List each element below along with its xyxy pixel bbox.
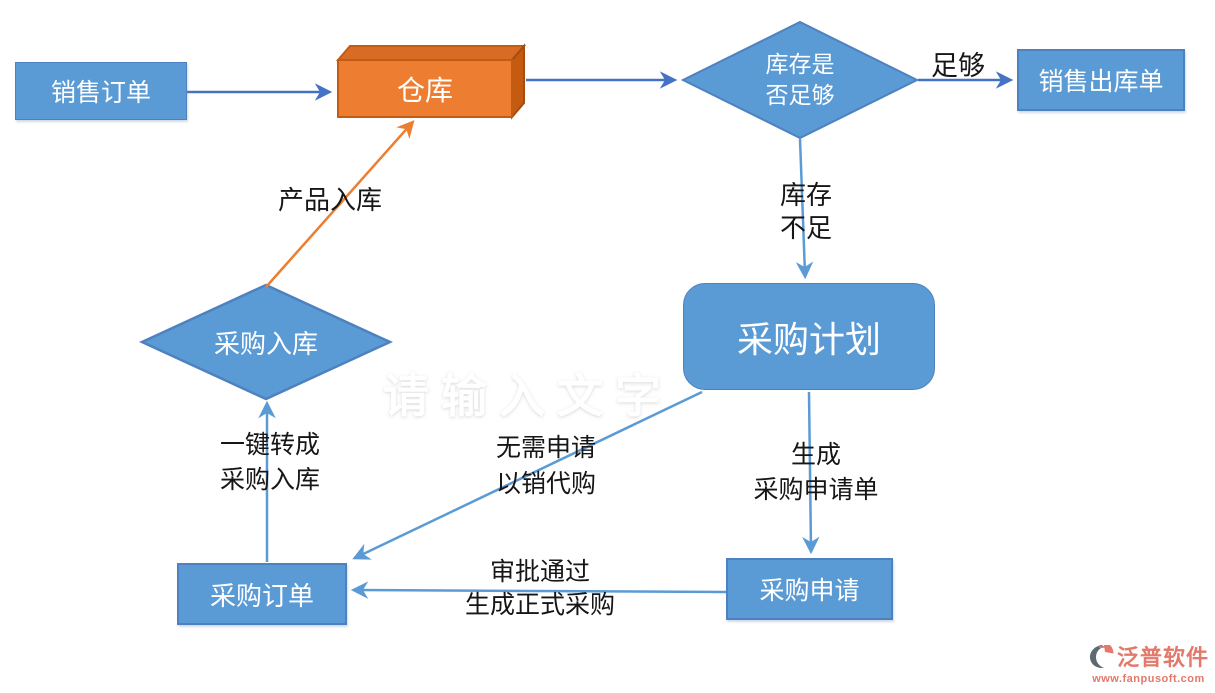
edge-label-insufficient-line1: 库存: [779, 180, 832, 210]
node-purchase-request-label: 采购申请: [759, 577, 860, 605]
edge-label-approval-pass: 审批通过 生成正式采购: [420, 556, 660, 622]
edge-label-generate-request: 生成 采购申请单: [716, 438, 916, 508]
node-purchase-order: 采购订单: [177, 563, 347, 625]
node-warehouse-label: 仓库: [396, 74, 453, 106]
edge-purchase-plan-to-purchase-request: [802, 391, 820, 555]
edge-label-one-click-line1: 一键转成: [219, 431, 320, 459]
edge-label-no-request-needed: 无需申请 以销代购: [466, 430, 626, 502]
node-sales-outbound-label: 销售出库单: [1038, 68, 1164, 96]
purchase-inbound-diamond: [139, 283, 393, 401]
stock-decision-line1: 库存是: [765, 51, 835, 77]
edge-label-generate-line2: 采购申请单: [753, 476, 879, 504]
warehouse-front-face: [337, 59, 513, 118]
node-purchase-request: 采购申请: [726, 558, 893, 620]
edge-label-insufficient: 库存 不足: [746, 179, 866, 245]
node-purchase-plan: 采购计划: [683, 283, 935, 390]
warehouse-3d-box: [335, 43, 527, 120]
fanpu-logo-icon: [1089, 644, 1114, 668]
warehouse-side-face: [511, 43, 525, 120]
node-sales-order: 销售订单: [15, 62, 187, 120]
edge-purchase-plan-to-purchase-order: [352, 390, 703, 560]
edge-purchase-request-to-purchase-order: [350, 581, 727, 599]
edge-stock-decision-to-purchase-plan: [795, 138, 814, 280]
node-sales-outbound: 销售出库单: [1017, 49, 1185, 111]
node-purchase-inbound-label: 采购入库: [213, 328, 318, 359]
node-purchase-order-label: 采购订单: [209, 580, 314, 611]
edge-label-approval-line1: 审批通过: [489, 558, 590, 586]
edge-purchase-inbound-to-warehouse: [265, 120, 415, 288]
fanpu-logo-brand: 泛普软件: [1116, 645, 1209, 670]
edge-label-no-request-line1: 无需申请: [495, 434, 596, 462]
edge-label-approval-line2: 生成正式采购: [464, 591, 615, 619]
node-sales-order-label: 销售订单: [50, 79, 151, 107]
edge-label-one-click-convert: 一键转成 采购入库: [190, 428, 350, 498]
edge-label-insufficient-line2: 不足: [779, 213, 832, 243]
stock-decision-diamond: [680, 20, 920, 140]
edge-label-one-click-line2: 采购入库: [219, 466, 320, 494]
edge-label-no-request-line2: 以销代购: [495, 470, 596, 498]
warehouse-top-face: [335, 45, 527, 61]
ghost-watermark-text: 请输入文字: [383, 370, 673, 422]
node-stock-decision-label: 库存是 否足够: [720, 48, 880, 112]
stock-decision-line2: 否足够: [765, 82, 835, 108]
edge-label-sufficient: 足够: [931, 51, 985, 81]
edge-label-generate-line1: 生成: [790, 441, 841, 469]
fanpu-logo: 泛普软件 www.fanpusoft.com: [1088, 640, 1209, 685]
edge-label-product-inbound: 产品入库: [277, 185, 382, 215]
node-purchase-plan-label: 采购计划: [736, 318, 881, 360]
fanpu-logo-website: www.fanpusoft.com: [1092, 673, 1205, 685]
